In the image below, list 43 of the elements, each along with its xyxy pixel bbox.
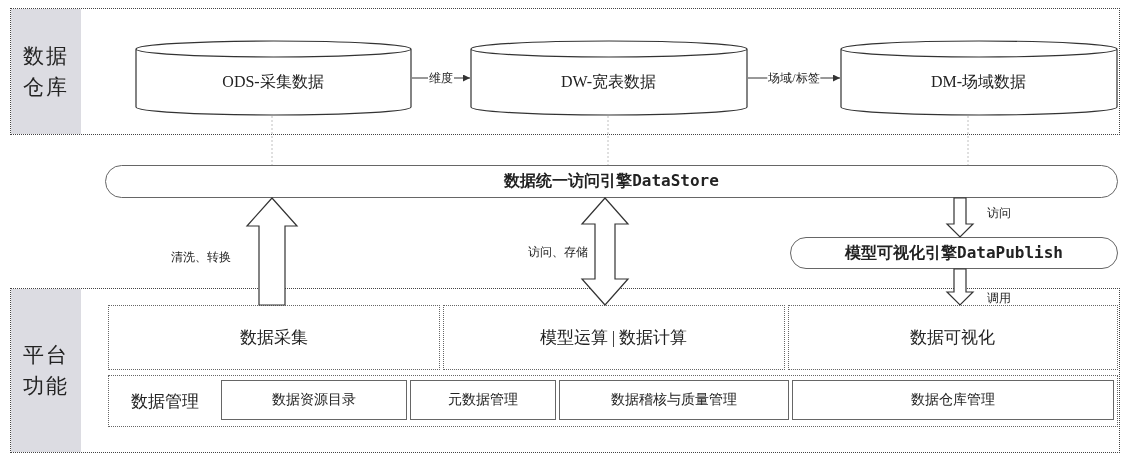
- block-arrow: [245, 197, 299, 306]
- function-label: 元数据管理: [448, 391, 518, 409]
- row-label: 数据管理: [129, 390, 200, 413]
- engine-label: 模型可视化引擎DataPublish: [845, 242, 1063, 264]
- edge-label: 访问: [986, 206, 1012, 220]
- layer-label: ODS-采集数据: [222, 71, 324, 92]
- engine-label: 数据统一访问引擎DataStore: [504, 171, 719, 192]
- database-cylinder: [839, 39, 1118, 116]
- function-box: [787, 304, 1118, 370]
- edge-label: 清洗、转换: [170, 250, 232, 264]
- function-label: 数据采集: [239, 326, 308, 349]
- edge-label: 调用: [986, 291, 1012, 305]
- engine-capsule: [790, 237, 1118, 269]
- edge-label: 访问、存储: [527, 245, 589, 259]
- module-box: [221, 380, 407, 420]
- module-box: [792, 380, 1114, 420]
- layer-label: DW-宽表数据: [560, 71, 657, 92]
- section-title: 数据仓库: [22, 43, 70, 101]
- module-box: [559, 380, 789, 420]
- management-row-box: [107, 374, 1118, 427]
- section-band: [10, 8, 1120, 135]
- function-label: 数据可视化: [910, 326, 995, 349]
- block-arrow: [945, 197, 975, 238]
- function-label: 模型运算 | 数据计算: [539, 326, 688, 349]
- function-box: [107, 304, 440, 370]
- edge-label: 维度: [428, 71, 454, 85]
- connector-line: [607, 115, 609, 166]
- block-arrow: [580, 197, 630, 306]
- function-label: 数据资源目录: [272, 391, 356, 409]
- layer-label: DM-场域数据: [930, 71, 1027, 92]
- database-cylinder: [134, 39, 412, 116]
- engine-capsule: [105, 165, 1118, 198]
- database-cylinder: [469, 39, 748, 116]
- function-label: 数据稽核与质量管理: [611, 391, 737, 409]
- function-label: 数据仓库管理: [911, 391, 995, 409]
- block-arrow: [945, 268, 975, 306]
- section-title: 平台功能: [22, 342, 70, 400]
- function-box: [442, 304, 785, 370]
- section-band: [10, 288, 1120, 453]
- connector-line: [967, 115, 969, 166]
- edge-label: 场域/标签: [767, 71, 821, 85]
- module-box: [410, 380, 556, 420]
- connector-line: [271, 115, 273, 166]
